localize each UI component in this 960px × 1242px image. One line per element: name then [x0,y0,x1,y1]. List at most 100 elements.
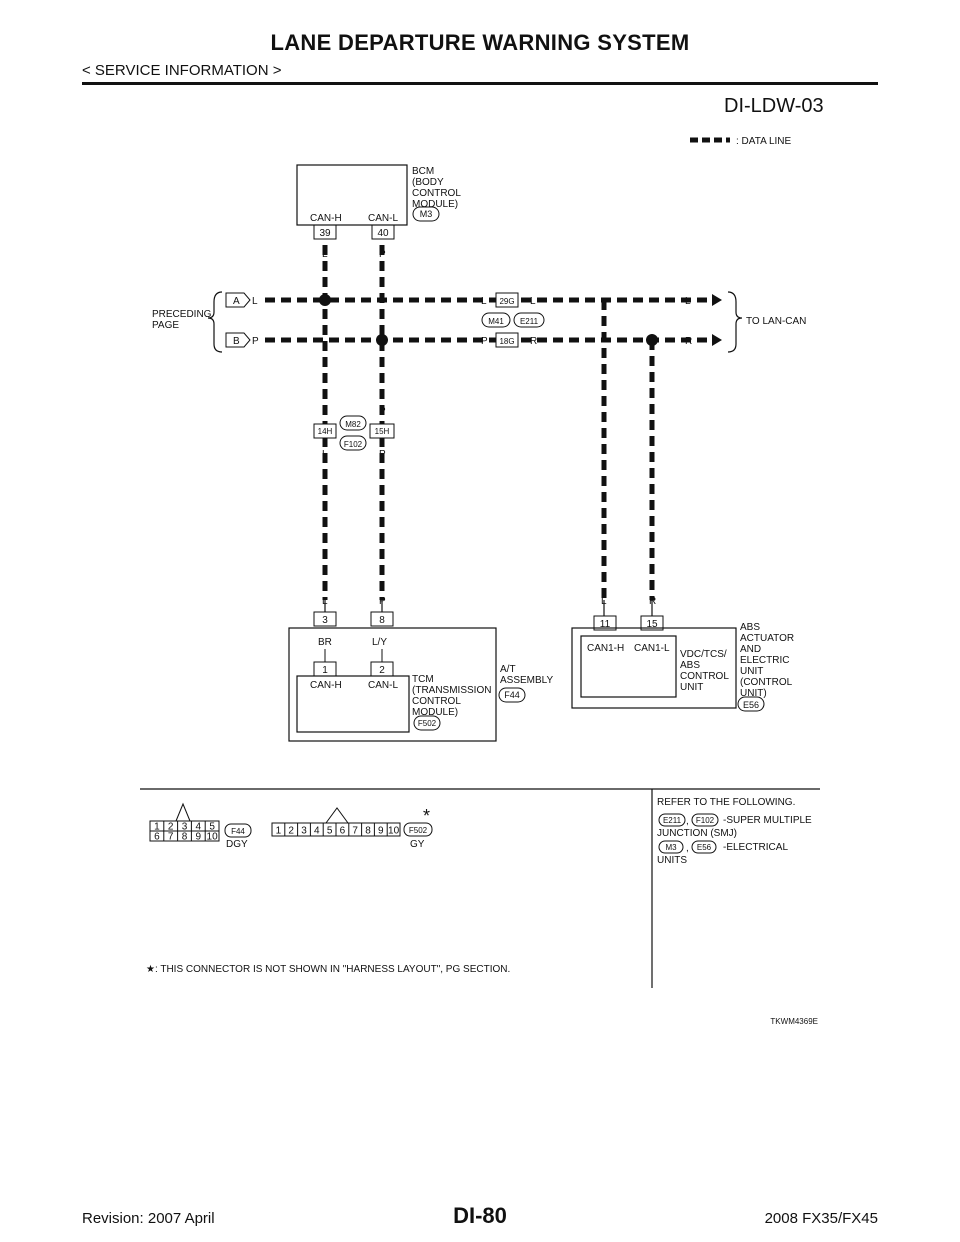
at-pin-3-label: 3 [322,615,328,626]
f44-code: F44 [231,827,245,836]
figure-code: TKWM4369E [770,1017,818,1026]
revision-label: Revision: 2007 April [82,1210,215,1227]
tcm-name-3: CONTROL [412,696,461,707]
svg-text:M3: M3 [665,843,677,852]
abs-name-1: ABS [740,622,760,633]
header-rule [82,82,878,85]
svg-text:,: , [686,816,689,827]
arrow-line-a [712,294,722,306]
tcm-name-2: (TRANSMISSION [412,685,491,696]
f502-pin-8: 8 [365,826,371,837]
tcm-sub-br: BR [318,637,332,648]
line-b-color-right: R [685,336,692,347]
f502-star: * [423,806,430,826]
bcm-pin-39 [313,224,337,240]
section-subtitle: < SERVICE INFORMATION > [82,62,282,79]
tcm-pin-1-label: 1 [322,665,328,676]
f502-pin-10: 10 [388,826,400,837]
bcm-connector-label: M3 [420,209,433,219]
bcm-pin-40 [371,224,395,240]
abs-can1h: CAN1-H [587,643,624,654]
f502-connector-oval [403,822,433,837]
abs-can1l: CAN1-L [634,643,670,654]
svg-text:-SUPER MULTIPLE: -SUPER MULTIPLE [723,815,812,826]
refer-heading: REFER TO THE FOLLOWING. [657,797,795,808]
joint-connector-e211 [513,312,545,328]
footnote: ★: THIS CONNECTOR IS NOT SHOWN IN "HARNE… [146,964,510,975]
arrow-line-b [712,334,722,346]
abs-wire-r: R [649,596,656,607]
tcm-sub-ly: L/Y [372,637,387,648]
tcm-connector-label: F502 [418,719,437,728]
bcm-name-3: CONTROL [412,188,461,199]
svg-text:-ELECTRICAL: -ELECTRICAL [723,842,788,853]
inline-f102-label: F102 [344,440,363,449]
diagram-id: DI-LDW-03 [724,95,824,117]
inline-pin-14h-label: 14H [318,427,333,436]
inline-wire-l-top: L [322,406,328,417]
joint-e211-label: E211 [520,317,539,326]
f44-color: DGY [226,839,248,850]
to-lan-brace [727,291,743,353]
joint-pin-29g [495,292,519,308]
abs-name-7: UNIT) [740,688,767,699]
inline-pin-15h-label: 15H [375,427,390,436]
abs-connector-label: E56 [743,700,759,710]
abs-inner-4: UNIT [680,682,703,693]
line-a-color-left: L [252,296,258,307]
at-name-1: A/T [500,664,516,675]
f502-pin-2: 2 [288,826,294,837]
bcm-wire-p: P [379,249,386,260]
joint-a-right: L [530,296,536,307]
tag-a-label: A [233,296,240,307]
abs-pin-11 [593,615,617,631]
inline-wire-l-bottom: L [322,449,328,460]
f502-pin-6: 6 [340,826,346,837]
bcm-pin-label-canh: CAN-H [310,213,342,224]
bcm-pin-label-canl: CAN-L [368,213,398,224]
to-lan-label: TO LAN-CAN [746,316,806,327]
f502-color: GY [410,839,425,850]
f502-code: F502 [409,826,428,835]
abs-pin-15-label: 15 [646,619,658,630]
at-assembly-box [288,627,497,742]
svg-text:E211: E211 [663,816,682,825]
svg-text:,: , [686,843,689,854]
abs-name-4: ELECTRIC [740,655,789,666]
abs-pin-11-label: 11 [600,619,611,630]
abs-name-2: ACTUATOR [740,633,794,644]
preceding-label-1: PRECEDING [152,309,212,320]
tcm-wire-p: P [379,596,386,607]
joint-m41-label: M41 [488,317,504,326]
bcm-box [296,164,408,226]
f44-pin-3: 3 [182,822,188,833]
abs-wire-l: L [601,596,607,607]
joint-b-right: R [530,336,537,347]
f502-pin-7: 7 [352,826,358,837]
joint-pin-18g-label: 18G [499,337,514,346]
splice-p [376,334,388,346]
line-b-color-left: P [252,336,259,347]
inline-pin-15h [369,423,395,439]
inline-connector-f102 [339,435,367,451]
f44-connector-oval [224,823,252,838]
joint-pin-29g-label: 29G [499,297,514,306]
svg-text:UNITS: UNITS [657,855,687,866]
inline-wire-p-bottom: P [379,449,386,460]
tag-b [225,332,251,348]
line-a-color-right: L [685,296,691,307]
abs-connector-e56 [737,696,765,712]
inline-m82-label: M82 [345,420,361,429]
f44-pin-5: 5 [209,822,215,833]
f502-pin-9: 9 [378,826,384,837]
abs-inner-3: CONTROL [680,671,729,682]
inline-connector-m82 [339,415,367,431]
at-connector-label: F44 [504,690,520,700]
f44-pin-9: 9 [196,832,202,843]
tcm-name-4: MODULE) [412,707,458,718]
bcm-pin-no-39: 39 [319,228,331,239]
joint-pin-18g [495,332,519,348]
model-label: 2008 FX35/FX45 [764,1210,878,1227]
bcm-name-4: MODULE) [412,199,458,210]
